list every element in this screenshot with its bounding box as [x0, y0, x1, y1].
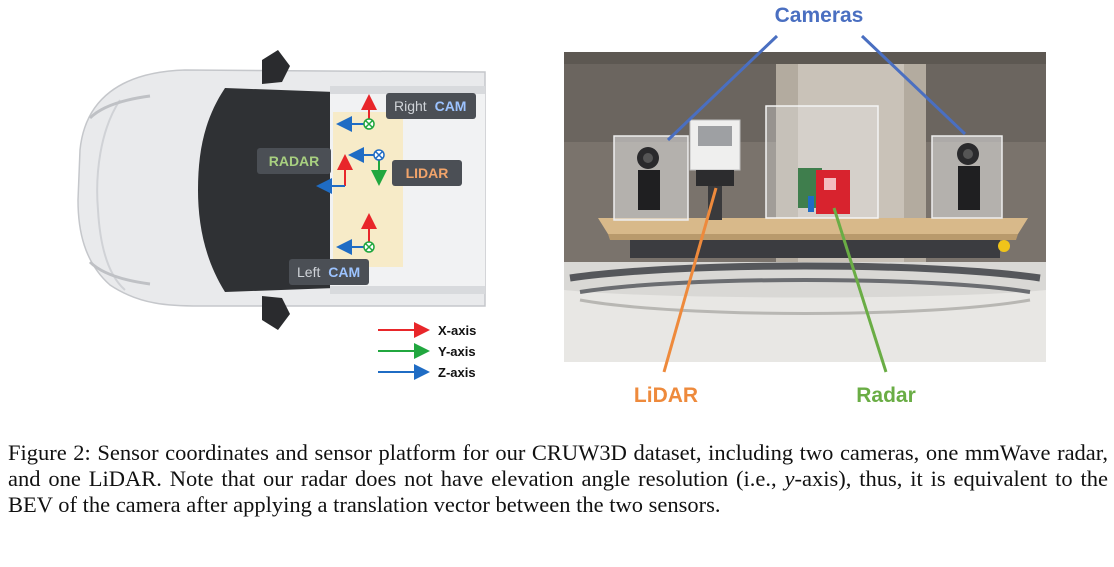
caption-italic-y: y: [784, 466, 795, 491]
radar-label: RADAR: [257, 148, 331, 174]
legend-z-axis: Z-axis: [438, 365, 476, 380]
svg-text:Left CAM: Left CAM: [297, 264, 360, 280]
cameras-callout-lines: [666, 34, 967, 142]
lidar-label-text: LIDAR: [406, 165, 449, 181]
lidar-label: LIDAR: [392, 160, 462, 186]
right-cam-prefix: Right: [394, 98, 427, 114]
indicator-light: [998, 240, 1010, 252]
axis-legend: X-axis Y-axis Z-axis: [378, 322, 476, 380]
radar-photo-label: Radar: [856, 384, 916, 407]
car-top-view-svg: Right CAM RADAR LIDAR Left CAM X-axis: [77, 50, 486, 380]
left-cam-suffix: CAM: [328, 264, 360, 280]
caption-text-part1: Sensor coordinates and sensor platform f…: [8, 440, 1109, 491]
legend-x-axis: X-axis: [438, 323, 476, 338]
right-cam-label: Right CAM: [386, 93, 476, 119]
lidar-unit: [689, 119, 741, 220]
left-cam-axes: [336, 213, 377, 255]
legend-y-axis: Y-axis: [438, 344, 476, 359]
caption-prefix: Figure 2:: [8, 440, 91, 465]
figure-caption: Figure 2: Sensor coordinates and sensor …: [8, 440, 1108, 518]
cameras-label: Cameras: [775, 4, 864, 27]
sensor-platform-photo: Cameras LiDAR Radar: [540, 0, 1114, 420]
left-cam-label: Left CAM: [289, 259, 369, 285]
left-cam-prefix: Left: [297, 264, 320, 280]
right-cam-suffix: CAM: [435, 98, 467, 114]
lidar-photo-label: LiDAR: [634, 384, 698, 407]
lidar-axes: [348, 147, 387, 186]
radar-callout-line: [832, 207, 888, 373]
sensor-platform-svg: Cameras LiDAR Radar: [564, 4, 1046, 407]
radar-board: [798, 168, 850, 214]
radar-axes: [316, 154, 353, 194]
lidar-callout-line: [662, 187, 718, 373]
radar-label-text: RADAR: [269, 153, 320, 169]
sensor-coordinate-diagram: Right CAM RADAR LIDAR Left CAM X-axis: [0, 0, 540, 420]
right-cam-axes: [336, 94, 377, 132]
left-camera-enclosure: [613, 135, 689, 221]
svg-text:Right CAM: Right CAM: [394, 98, 466, 114]
right-camera-enclosure: [931, 135, 1003, 219]
caption-text-part2: -axis), thus, it is equivalent to the BE…: [8, 466, 1108, 517]
car-body: [77, 50, 486, 330]
